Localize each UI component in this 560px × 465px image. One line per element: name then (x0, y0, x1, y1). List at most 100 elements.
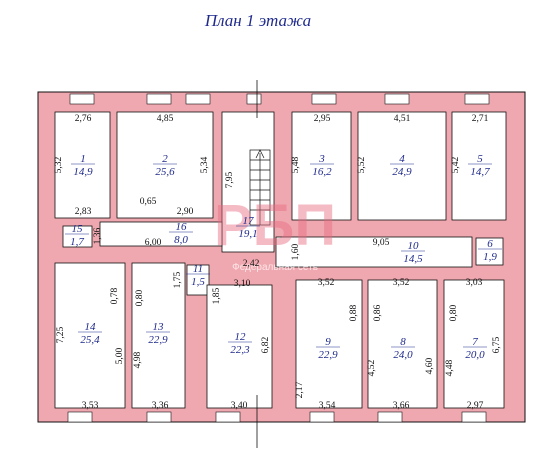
room-14-area: 25,4 (80, 334, 100, 346)
watermark-logo: РБП (214, 193, 336, 258)
dimension-label: 2,97 (467, 401, 484, 411)
dimension-label: 2,83 (75, 207, 92, 217)
room-7-shape (443, 279, 505, 409)
room-15-area: 1,7 (70, 236, 84, 248)
watermark-caption: Федеральная сеть (232, 262, 318, 273)
room-5-shape (451, 111, 507, 221)
dimension-label: 4,85 (157, 114, 174, 124)
windows-top (69, 93, 490, 105)
room-17-number: 17 (243, 215, 255, 227)
room-7-number: 7 (472, 336, 478, 348)
room-13-shape (131, 262, 186, 409)
dimension-label: 2,42 (243, 259, 260, 269)
dimension-label: 1,75 (173, 271, 183, 288)
dimension-label: 3,52 (393, 278, 410, 288)
room-12-number: 12 (235, 331, 247, 343)
dimension-label: 2,76 (75, 114, 92, 124)
dimension-label: 3,03 (466, 278, 483, 288)
room-4-number: 4 (399, 153, 405, 165)
room-6-area: 1,9 (483, 251, 497, 263)
dimension-label: 0,80 (135, 289, 145, 306)
dimension-label: 3,52 (318, 278, 335, 288)
dimension-label: 5,34 (200, 156, 210, 173)
room-2-area: 25,6 (155, 166, 175, 178)
room-8-number: 8 (400, 336, 406, 348)
room-16-shape (99, 221, 223, 247)
dimension-label: 4,52 (367, 359, 377, 376)
dimension-label: 5,52 (357, 156, 367, 173)
room-5-number: 5 (477, 153, 483, 165)
room-15-number: 15 (72, 223, 84, 235)
dimension-label: 9,05 (373, 238, 390, 248)
dimension-label: 3,40 (231, 401, 248, 411)
dimension-label: 0,86 (373, 304, 383, 321)
dimension-label: 5,00 (115, 347, 125, 364)
dimension-label: 1,36 (93, 227, 103, 244)
dimension-label: 5,48 (291, 156, 301, 173)
windows-bottom (67, 411, 487, 423)
plan-title: План 1 этажа (204, 11, 311, 30)
dimension-label: 3,54 (319, 401, 336, 411)
room-2-number: 2 (162, 153, 168, 165)
room-14-number: 14 (85, 321, 97, 333)
dimension-label: 2,95 (314, 114, 331, 124)
dimension-label: 0,65 (140, 197, 157, 207)
dimension-label: 3,53 (82, 401, 99, 411)
room-12-area: 22,3 (230, 344, 250, 356)
dimension-label: 4,98 (133, 351, 143, 368)
room-1-area: 14,9 (73, 166, 93, 178)
room-17-area: 19,1 (238, 228, 257, 240)
room-3-shape (291, 111, 352, 221)
dimension-label: 4,60 (425, 357, 435, 374)
dimension-label: 0,88 (349, 304, 359, 321)
dimension-label: 2,71 (472, 114, 489, 124)
room-6-shape (475, 237, 504, 266)
room-9-number: 9 (325, 336, 331, 348)
staircase-icon (249, 149, 271, 226)
room-6-number: 6 (487, 238, 493, 250)
room-9-shape (295, 279, 363, 409)
room-7-area: 20,0 (465, 349, 485, 361)
room-8-area: 24,0 (393, 349, 413, 361)
dimension-label: 4,48 (445, 359, 455, 376)
dimension-label: 5,32 (54, 156, 64, 173)
room-11-number: 11 (193, 263, 203, 275)
room-1-number: 1 (80, 153, 86, 165)
room-16-area: 8,0 (174, 234, 188, 246)
dimension-label: 6,00 (145, 238, 162, 248)
room-3-area: 16,2 (312, 166, 332, 178)
room-10-number: 10 (408, 240, 420, 252)
room-1-shape (54, 111, 111, 219)
room-9-area: 22,9 (318, 349, 338, 361)
dimension-label: 2,90 (177, 207, 194, 217)
room-4-shape (357, 111, 447, 221)
room-16-number: 16 (176, 221, 188, 233)
dimension-label: 7,25 (56, 326, 66, 343)
dimension-label: 3,36 (152, 401, 169, 411)
dimension-label: 2,17 (295, 381, 305, 398)
room-13-area: 22,9 (148, 334, 168, 346)
dimension-label: 5,42 (451, 156, 461, 173)
room-10-area: 14,5 (403, 253, 423, 265)
dimension-label: 4,51 (394, 114, 411, 124)
dimension-label: 6,82 (261, 336, 271, 353)
room-5-area: 14,7 (470, 166, 490, 178)
dimension-label: 0,78 (110, 287, 120, 304)
room-11-area: 1,5 (191, 276, 205, 288)
dimension-label: 3,66 (393, 401, 410, 411)
room-3-number: 3 (318, 153, 325, 165)
dimension-label: 7,95 (225, 171, 235, 188)
dimension-label: 3,10 (234, 279, 251, 289)
room-13-number: 13 (153, 321, 165, 333)
room-2-shape (116, 111, 214, 219)
room-14-shape (54, 262, 126, 409)
dimension-label: 1,60 (291, 243, 301, 260)
room-10-shape (275, 236, 473, 268)
room-8-shape (367, 279, 438, 409)
dimension-label: 6,75 (492, 336, 502, 353)
room-4-area: 24,9 (392, 166, 412, 178)
room-15-shape (62, 225, 93, 248)
room-11-shape (186, 264, 210, 296)
room-12-shape (206, 284, 273, 409)
